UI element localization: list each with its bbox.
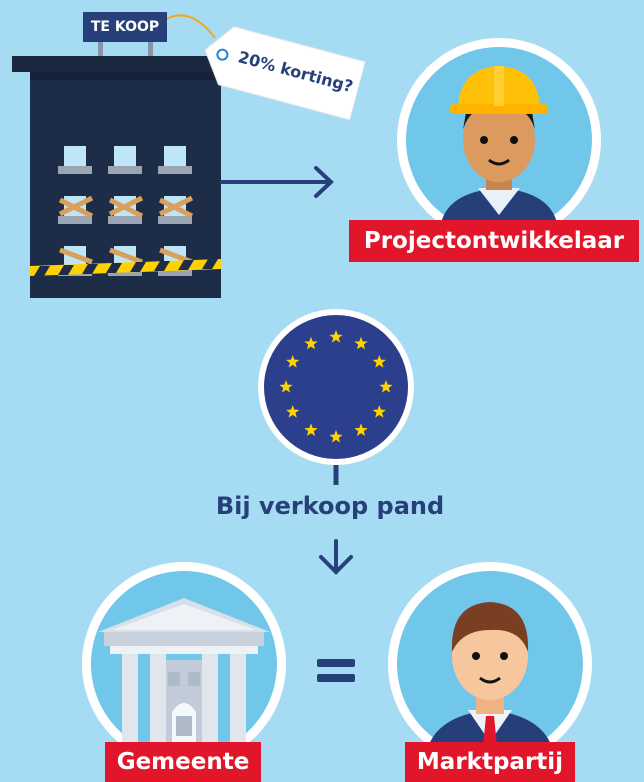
equals-icon xyxy=(317,659,355,682)
eu-flag-icon xyxy=(258,309,414,465)
eu-star xyxy=(329,430,343,443)
eu-star xyxy=(354,423,368,436)
eu-star xyxy=(279,380,293,393)
eu-star xyxy=(304,423,318,436)
eu-star xyxy=(286,355,300,368)
eu-star xyxy=(304,336,318,350)
label-marktpartij: Marktpartij xyxy=(405,742,575,782)
flow-caption: Bij verkoop pand xyxy=(215,492,445,520)
arrow-down-icon xyxy=(319,539,353,575)
eu-star xyxy=(354,336,368,350)
label-projectontwikkelaar: Projectontwikkelaar xyxy=(349,220,639,262)
label-gemeente: Gemeente xyxy=(105,742,261,782)
vacant-building xyxy=(12,56,239,298)
eu-star xyxy=(286,405,300,418)
eu-stars xyxy=(279,330,393,443)
eu-star xyxy=(329,330,343,343)
town-hall-icon xyxy=(98,598,270,754)
for-sale-sign: TE KOOP xyxy=(83,12,167,42)
market-party-avatar xyxy=(388,562,592,766)
hard-hat-icon xyxy=(450,66,548,114)
municipality-avatar xyxy=(82,562,286,766)
eu-star xyxy=(372,355,386,368)
arrow-right-icon xyxy=(220,166,334,198)
eu-star xyxy=(379,380,393,393)
price-tag-icon: 20% korting? xyxy=(197,19,366,122)
eu-star xyxy=(372,405,386,418)
developer-avatar xyxy=(397,38,601,242)
